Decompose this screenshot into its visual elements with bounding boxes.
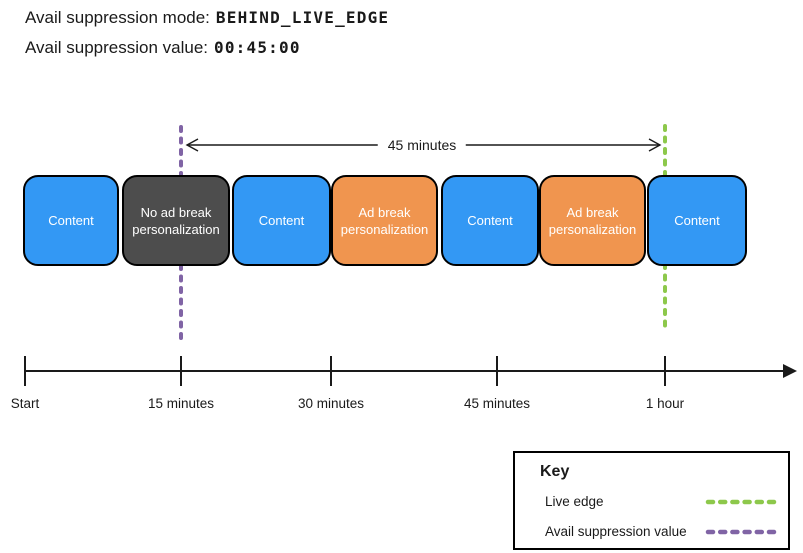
timeline-label-start: Start: [10, 396, 40, 411]
key-label-live-edge: Live edge: [545, 494, 604, 509]
block-label: Content: [48, 213, 94, 228]
no-ad-break-personalization-block: No ad break personalization: [122, 175, 230, 266]
ad-break-personalization-block: Ad break personalization: [539, 175, 646, 266]
content-block: Content: [23, 175, 119, 266]
live-edge-dash-sample: [705, 499, 779, 504]
content-block: Content: [441, 175, 539, 266]
content-block: Content: [232, 175, 331, 266]
block-label: No ad break personalization: [132, 204, 220, 237]
timeline-label-15-minutes: 15 minutes: [147, 396, 215, 411]
block-label: Content: [467, 213, 513, 228]
timeline-arrow-head: [783, 364, 797, 378]
block-label: Ad break personalization: [340, 204, 429, 237]
timeline-label-45-minutes: 45 minutes: [463, 396, 531, 411]
content-block: Content: [647, 175, 747, 266]
block-label: Content: [674, 213, 720, 228]
key-title: Key: [540, 463, 570, 480]
avail-suppression-mode-value: BEHIND_LIVE_EDGE: [215, 8, 390, 27]
timeline-label-30-minutes: 30 minutes: [297, 396, 365, 411]
timeline-label-1-hour: 1 hour: [645, 396, 685, 411]
key-label-avail-suppression-value: Avail suppression value: [545, 524, 687, 539]
key-row-avail-suppression-value: Avail suppression value: [545, 524, 780, 539]
avail-suppression-value-label: Avail suppression value:: [25, 38, 209, 57]
key-row-live-edge: Live edge: [545, 494, 780, 509]
duration-arrow-right-head: [648, 138, 662, 152]
duration-arrow-label: 45 minutes: [377, 137, 467, 153]
ad-break-personalization-block: Ad break personalization: [331, 175, 438, 266]
avail-suppression-dash-sample: [705, 529, 779, 534]
avail-suppression-mode-line: Avail suppression mode: BEHIND_LIVE_EDGE: [25, 8, 389, 28]
block-label: Ad break personalization: [548, 204, 637, 237]
key-box: Key Live edge Avail suppression value: [513, 451, 790, 550]
avail-suppression-mode-label: Avail suppression mode:: [25, 8, 210, 27]
duration-arrow-left-head: [185, 138, 199, 152]
avail-suppression-value-value: 00:45:00: [214, 38, 301, 57]
avail-suppression-value-line: Avail suppression value: 00:45:00: [25, 38, 301, 58]
block-label: Content: [258, 213, 305, 228]
